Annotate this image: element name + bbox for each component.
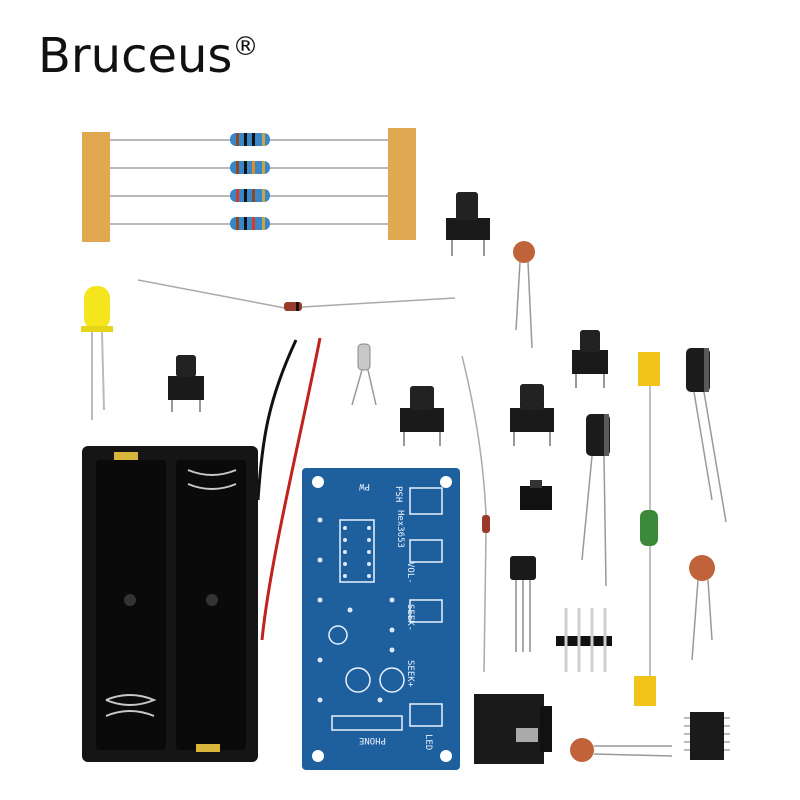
resistor — [230, 133, 270, 146]
brand-logo: Bruceus® — [38, 28, 258, 84]
pcb-label-chip: Hex3653 — [395, 510, 405, 548]
pcb-label-led: LED — [423, 734, 433, 750]
pcb-label-vol-minus: VOL- — [405, 562, 415, 584]
inductor — [634, 352, 660, 706]
crystal-oscillator — [351, 343, 377, 406]
ceramic-capacitor — [689, 555, 715, 661]
resistor — [230, 189, 270, 202]
tactile-switch — [446, 192, 490, 256]
brand-name: Bruceus — [38, 28, 233, 84]
tactile-switch — [168, 355, 204, 412]
pin-header — [556, 608, 612, 672]
tactile-switch — [510, 384, 554, 446]
pcb-label-seek-minus: SEEK- — [405, 604, 415, 631]
transistor — [510, 556, 536, 652]
ceramic-capacitor — [570, 738, 673, 762]
pcb-label-phone: PHONE — [359, 735, 386, 745]
trademark-symbol: ® — [232, 32, 259, 62]
tape-left — [82, 132, 110, 242]
tactile-switch — [572, 330, 608, 388]
tactile-switch — [400, 386, 444, 446]
electrolytic-capacitor — [686, 348, 727, 523]
diode — [137, 279, 456, 311]
pcb-label-pw: PW — [359, 481, 370, 491]
pcb-label-seek-plus: SEEK+ — [405, 660, 415, 688]
pcb-board: Hex3653 VOL- SEEK- SEEK+ PHONE LED PSH P… — [302, 468, 460, 770]
battery-holder — [82, 446, 258, 762]
resistor-strip — [82, 128, 416, 242]
resistor — [230, 161, 270, 174]
diode — [461, 355, 490, 673]
jumper-cap — [520, 480, 552, 510]
yellow-led — [81, 286, 113, 420]
electrolytic-capacitor — [581, 414, 610, 587]
tape-right — [388, 128, 416, 240]
headphone-jack — [474, 694, 552, 764]
resistor — [230, 217, 270, 230]
ceramic-capacitor — [513, 241, 535, 349]
battery-wires — [256, 337, 322, 641]
ic-chip — [684, 712, 730, 760]
pcb-label-psh: PSH — [393, 486, 403, 502]
